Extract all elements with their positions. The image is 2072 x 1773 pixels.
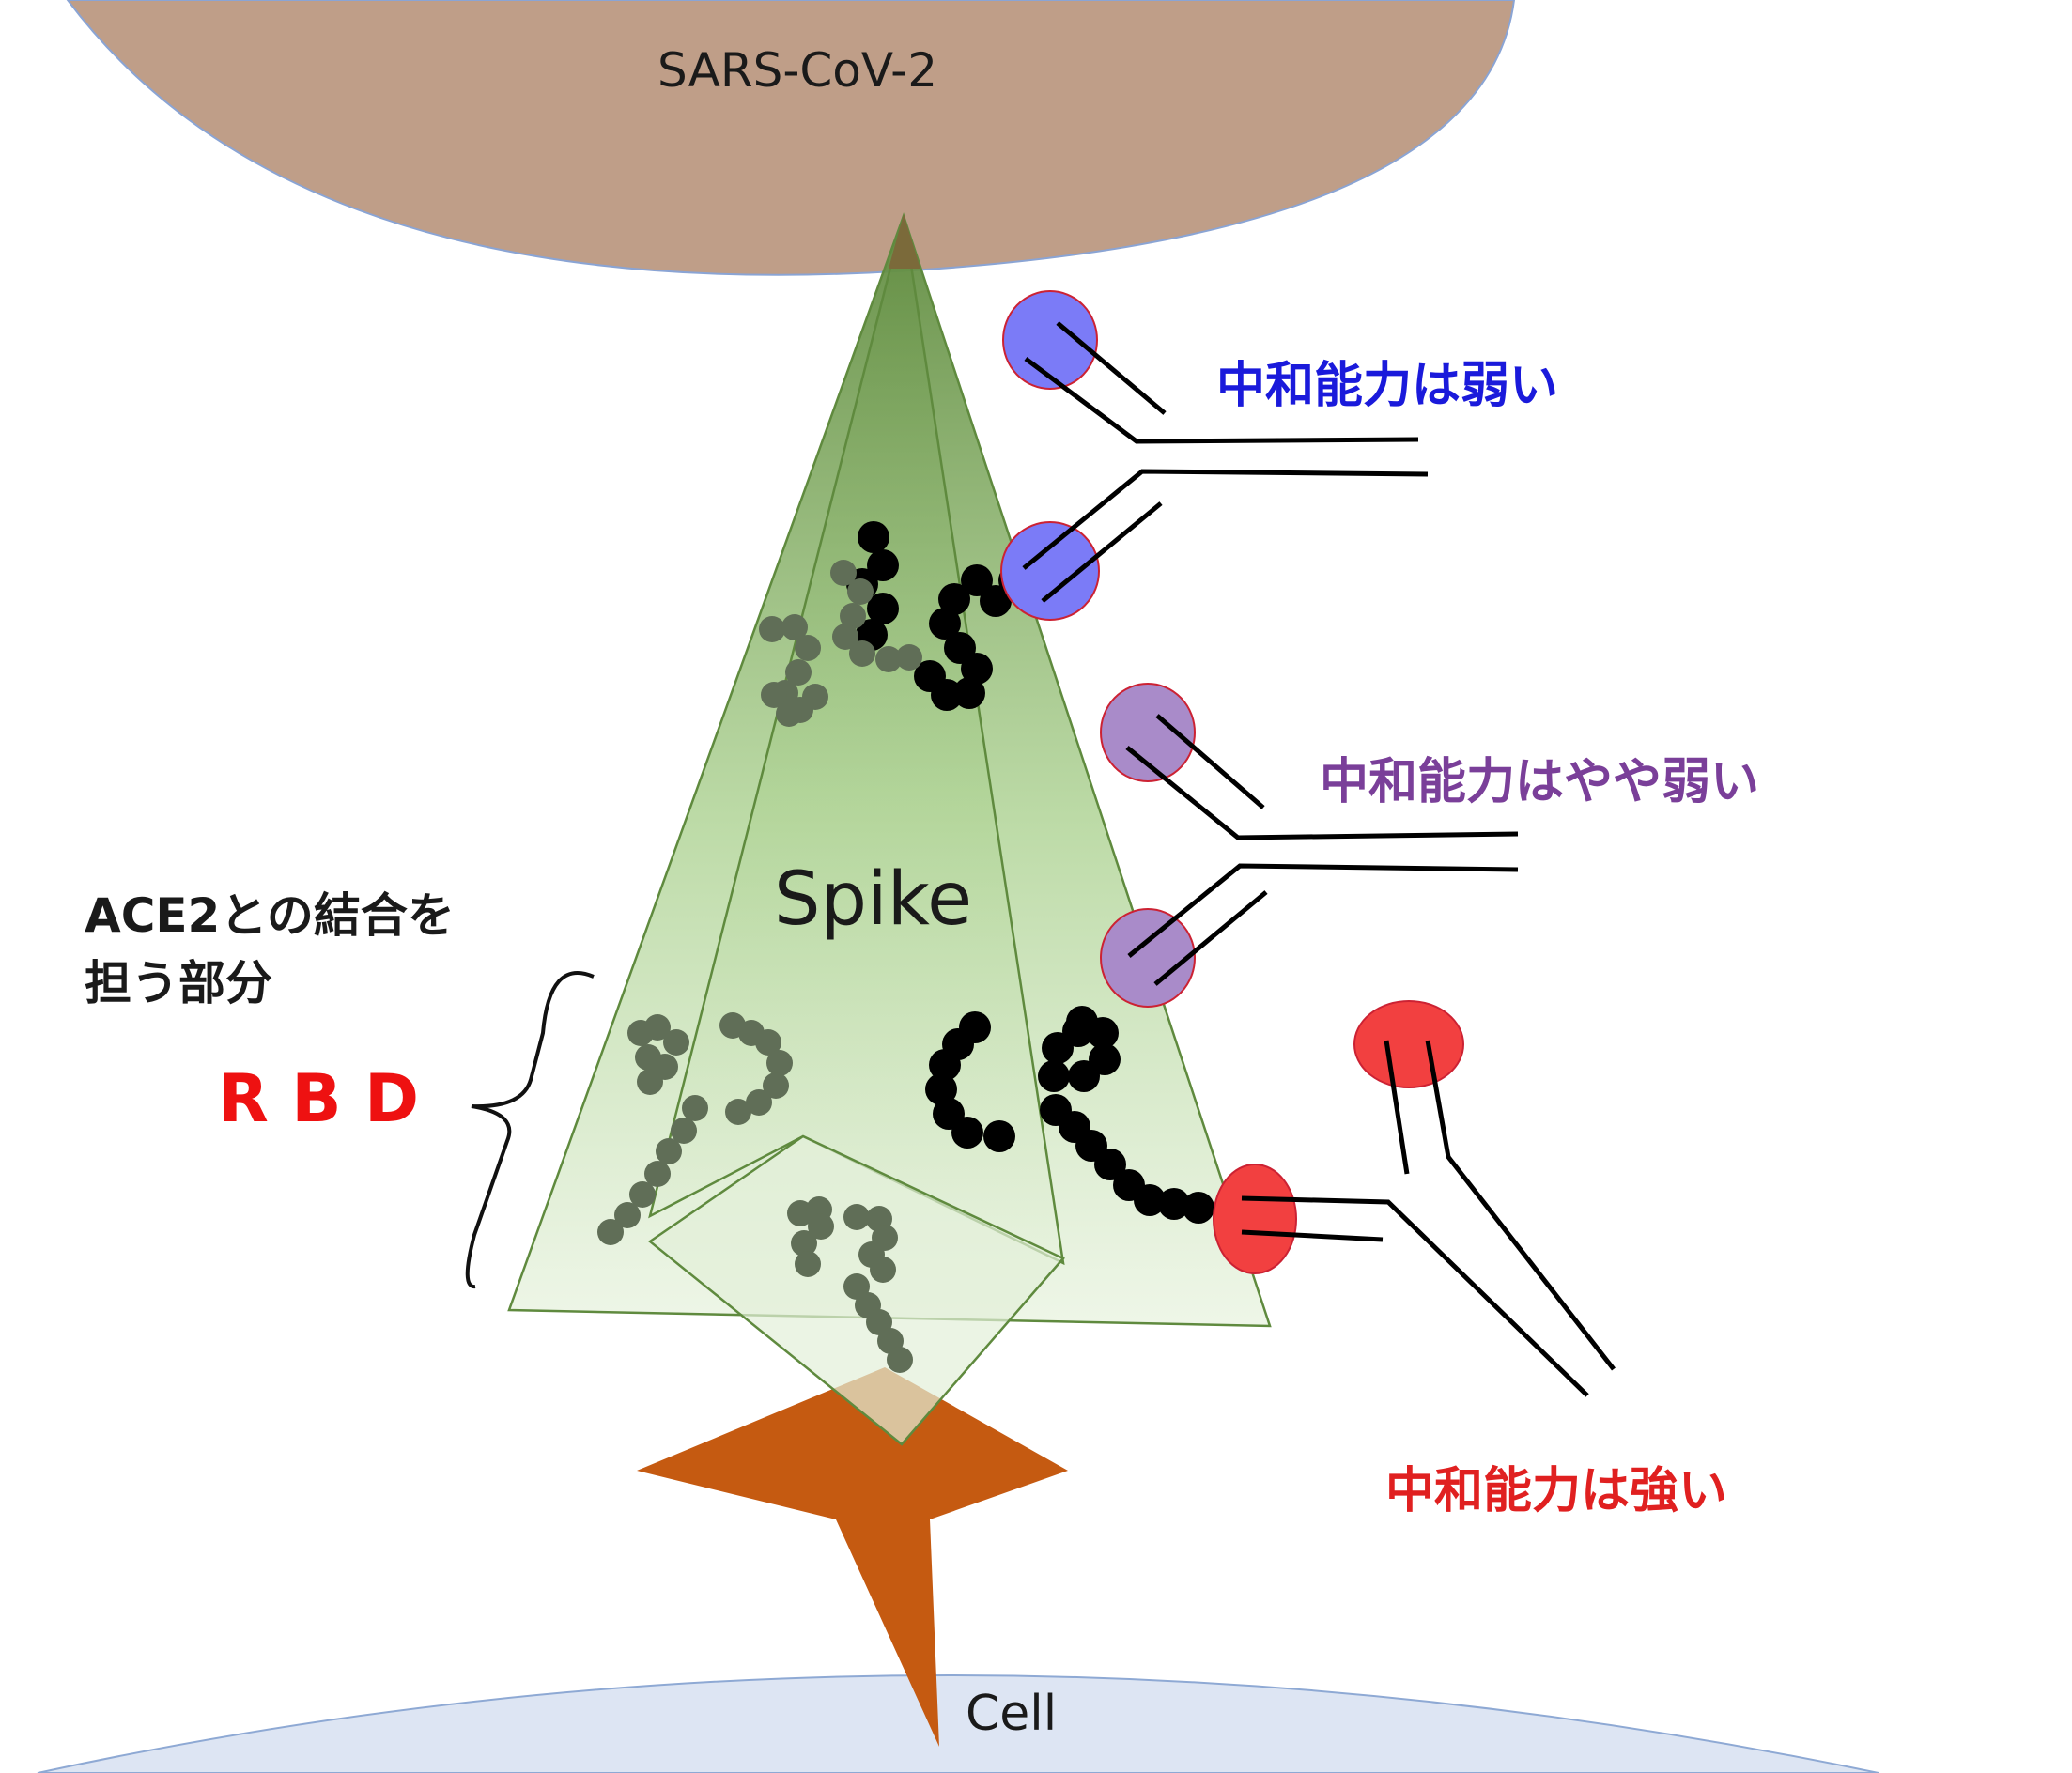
virus-body bbox=[66, 0, 1516, 276]
grey-residue-beads bbox=[597, 560, 922, 1373]
residue-bead bbox=[961, 564, 993, 596]
ace2-receptor bbox=[637, 1367, 1068, 1747]
residue-bead bbox=[1042, 1032, 1074, 1064]
residue-bead bbox=[671, 1118, 697, 1144]
antibody-weak-lower-head bbox=[1000, 521, 1100, 621]
antibody-weak: 中和能力は弱い bbox=[1000, 290, 1558, 621]
cell-membrane bbox=[37, 1674, 1879, 1773]
residue-bead bbox=[656, 1138, 682, 1164]
cell: Cell bbox=[37, 1674, 1879, 1773]
residue-bead bbox=[795, 1251, 821, 1277]
virus: SARS-CoV-2 bbox=[66, 0, 1516, 276]
residue-bead bbox=[1134, 1184, 1166, 1216]
antibody-somewhat-weak-label: 中和能力はやや弱い bbox=[1320, 754, 1759, 810]
residue-bead bbox=[867, 549, 899, 581]
residue-bead bbox=[925, 1073, 957, 1105]
residue-bead bbox=[1038, 1060, 1070, 1092]
residue-bead bbox=[938, 583, 970, 615]
antibody-somewhat-weak-upper-head bbox=[1100, 683, 1196, 782]
residue-bead bbox=[663, 1029, 689, 1056]
residue-bead bbox=[802, 684, 828, 710]
antibody-strong-side-head bbox=[1213, 1164, 1297, 1274]
residue-bead bbox=[755, 1029, 781, 1056]
residue-bead bbox=[808, 1213, 834, 1240]
residue-bead bbox=[776, 701, 802, 727]
dark-residue-beads bbox=[846, 521, 1214, 1224]
residue-bead bbox=[1158, 1188, 1190, 1220]
residue-bead bbox=[896, 644, 922, 671]
residue-bead bbox=[682, 1095, 708, 1121]
residue-bead bbox=[951, 1117, 983, 1149]
residue-bead bbox=[629, 1181, 656, 1208]
residue-bead bbox=[1094, 1149, 1126, 1180]
ace2-shape bbox=[637, 1367, 1068, 1747]
residue-bead bbox=[1068, 1060, 1100, 1092]
rbd-label: R B D bbox=[218, 1060, 419, 1137]
antibody-strong-arms bbox=[1241, 1040, 1616, 1397]
spike-protein: Spike bbox=[507, 212, 1272, 1446]
residue-bead bbox=[983, 1120, 1015, 1152]
residue-bead bbox=[725, 1099, 751, 1125]
residue-bead bbox=[597, 1219, 624, 1245]
residue-bead bbox=[635, 1044, 661, 1071]
residue-bead bbox=[847, 578, 874, 605]
antibody-somewhat-weak: 中和能力はやや弱い bbox=[1100, 683, 1759, 1008]
residue-bead bbox=[637, 1069, 663, 1095]
residue-bead bbox=[929, 608, 961, 640]
residue-bead bbox=[849, 640, 875, 667]
residue-bead bbox=[1183, 1192, 1214, 1224]
antibody-weak-upper-head bbox=[1002, 290, 1098, 390]
antibody-somewhat-weak-arms bbox=[1125, 714, 1519, 986]
antibody-strong-upper-head bbox=[1353, 1000, 1464, 1088]
cell-label: Cell bbox=[966, 1686, 1057, 1742]
residue-bead bbox=[870, 1257, 896, 1283]
residue-bead bbox=[961, 653, 993, 685]
residue-bead bbox=[830, 560, 857, 586]
rbd-annotation: ACE2との結合を 担う部分 R B D bbox=[85, 888, 595, 1288]
residue-bead bbox=[843, 1204, 870, 1230]
residue-bead bbox=[795, 635, 821, 661]
residue-bead bbox=[980, 585, 1012, 617]
antibody-strong-label: 中和能力は強い bbox=[1385, 1463, 1727, 1519]
residue-bead bbox=[1087, 1017, 1119, 1049]
residue-bead bbox=[867, 593, 899, 624]
residue-bead bbox=[791, 1230, 817, 1257]
residue-bead bbox=[858, 521, 889, 553]
residue-bead bbox=[929, 1049, 961, 1081]
residue-bead bbox=[761, 682, 787, 708]
residue-bead bbox=[875, 646, 902, 672]
residue-bead bbox=[785, 659, 812, 686]
residue-bead bbox=[914, 660, 946, 692]
residue-bead bbox=[759, 616, 785, 642]
rbd-brace bbox=[465, 971, 595, 1288]
residue-bead bbox=[763, 1072, 789, 1099]
residue-bead bbox=[614, 1202, 641, 1228]
virus-label: SARS-CoV-2 bbox=[657, 43, 937, 98]
residue-bead bbox=[644, 1014, 671, 1041]
residue-bead bbox=[832, 624, 858, 650]
spike-tip bbox=[889, 214, 920, 269]
antibody-weak-arms bbox=[1022, 321, 1429, 603]
residue-bead bbox=[840, 603, 866, 629]
residue-bead bbox=[746, 1089, 772, 1116]
residue-bead bbox=[781, 614, 808, 640]
rbd-description-line1: ACE2との結合を bbox=[85, 888, 455, 943]
residue-bead bbox=[766, 1050, 793, 1076]
antibody-weak-label: 中和能力は弱い bbox=[1216, 358, 1558, 414]
antibody-somewhat-weak-lower-head bbox=[1100, 908, 1196, 1008]
rbd-description-line2: 担う部分 bbox=[85, 956, 272, 1010]
residue-bead bbox=[887, 1347, 913, 1373]
residue-bead bbox=[644, 1161, 671, 1187]
antibody-strong: 中和能力は強い bbox=[1213, 1000, 1727, 1519]
spike-label: Spike bbox=[774, 857, 972, 942]
